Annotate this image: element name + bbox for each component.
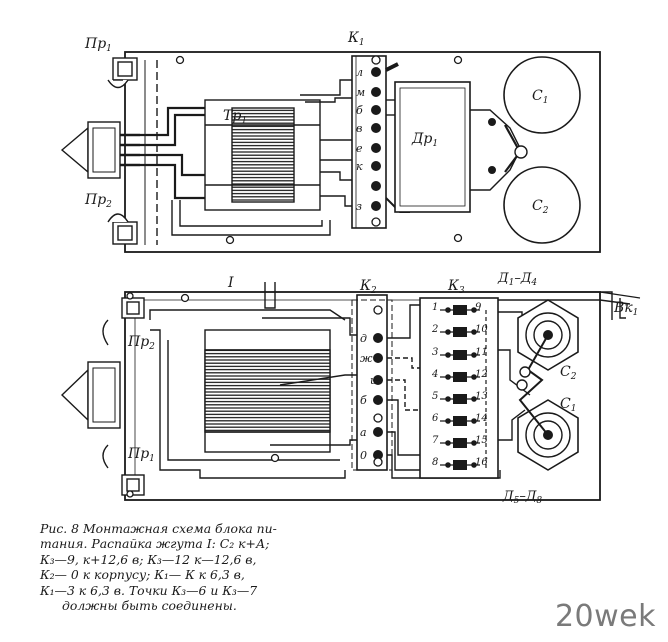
k2-terminal-dots — [373, 330, 553, 460]
k3-pin-12: 12 — [475, 369, 488, 380]
k3-diode-array — [440, 305, 487, 470]
k1-label: К1 — [347, 30, 365, 48]
k3-pin-6: 6 — [432, 413, 439, 424]
top-capacitor-c1 — [503, 56, 581, 134]
terminal-strip-k1 — [351, 55, 387, 229]
top-unit — [60, 51, 601, 253]
diodes-top-label: Д1–Д4 — [497, 271, 537, 288]
top-cap1-label: С1 — [532, 88, 548, 106]
caption-line-2: тания. Распайка жгута I: С₂ к+А; — [40, 536, 270, 552]
k2-terminal-0: 0 — [360, 449, 367, 462]
top-fuse1-label: Пр1 — [84, 36, 112, 54]
k3-pin-3: 3 — [432, 347, 438, 358]
k2-terminal-zh: ж — [360, 352, 373, 365]
k2-terminal-b: б — [360, 394, 367, 407]
diodes-bottom-label: Д5–Д8 — [502, 489, 542, 506]
switch-vk1 — [600, 291, 626, 320]
top-unit-labels: Пр1 Пр2 К1 Тр1 Др1 С1 С2 л м б в е к з — [84, 30, 549, 216]
top-power-connector — [60, 121, 140, 179]
top-fuse-holder-2 — [107, 213, 138, 245]
choke-dr1 — [394, 81, 471, 213]
top-fuse2-label: Пр2 — [84, 192, 112, 210]
figure-caption: Рис. 8 Монтажная схема блока пи- тания. … — [40, 521, 370, 613]
k2-terminal-d: д — [360, 332, 367, 345]
top-cap2-label: С2 — [532, 198, 549, 216]
k3-pin-8: 8 — [432, 457, 438, 468]
k1-terminal-b: б — [356, 104, 363, 117]
transformer-tr1 — [204, 99, 321, 211]
bottom-power-connector — [60, 361, 121, 429]
k2-terminal-i: и — [370, 374, 377, 387]
bottom-fuse2-label: Пр2 — [127, 334, 155, 352]
bottom-chassis — [124, 291, 601, 501]
k3-pin-16: 16 — [475, 457, 488, 468]
top-fuse-holder-1 — [107, 57, 138, 89]
k2-label: К2 — [359, 278, 377, 296]
k3-pin-1: 1 — [432, 302, 438, 313]
k3-pin-4: 4 — [431, 369, 438, 380]
switch-label: Вк1 — [613, 300, 638, 318]
k1-terminal-dots — [371, 67, 496, 211]
caption-line-5: К₁—3 к 6,3 в. Точки К₃—6 и К₃—7 — [40, 582, 258, 598]
k1-terminal-l: л — [356, 66, 363, 79]
top-capacitor-c2 — [503, 166, 581, 244]
watermark: 20wek — [554, 599, 656, 634]
k1-terminal-k: к — [356, 160, 363, 173]
harness-label: I — [227, 275, 234, 291]
bottom-fuse-holder-2 — [121, 297, 145, 319]
k1-terminal-z: з — [356, 200, 362, 213]
bottom-cap2-label: С2 — [560, 364, 577, 382]
k1-terminal-e: е — [356, 142, 363, 155]
k3-pin-13: 13 — [475, 391, 488, 402]
k3-pin-14: 14 — [475, 413, 488, 424]
bottom-transformer — [204, 329, 331, 453]
caption-line-1: Рис. 8 Монтажная схема блока пи- — [40, 521, 277, 536]
k3-pin-10: 10 — [475, 324, 488, 335]
k3-pin-5: 5 — [432, 391, 438, 402]
bottom-unit — [60, 282, 641, 501]
k1-terminal-m: м — [356, 86, 365, 99]
choke-label: Др1 — [411, 131, 438, 149]
caption-line-6: должны быть соединены. — [62, 598, 237, 614]
caption-line-3: К₃—9, к+12,6 в; К₃—12 к—12,6 в, — [40, 551, 257, 567]
k3-pin-15: 15 — [475, 435, 488, 446]
k1-terminal-v: в — [356, 122, 362, 135]
transformer-label: Тр1 — [223, 108, 247, 126]
k3-pin-2: 2 — [431, 324, 438, 335]
k3-pin-7: 7 — [432, 435, 439, 446]
k3-label: К3 — [447, 278, 465, 296]
k3-pin-11: 11 — [475, 347, 488, 358]
top-chassis — [124, 51, 601, 253]
k2-terminal-a: а — [360, 426, 367, 439]
bottom-cap1-label: С1 — [560, 396, 576, 414]
caption-line-4: К₂— 0 к корпусу; К₁— К к 6,3 в, — [40, 567, 245, 583]
bottom-fuse-holder-1 — [121, 474, 145, 496]
bottom-fuse1-label: Пр1 — [127, 446, 155, 464]
bottom-unit-labels: I К2 К3 Д1–Д4 Д5–Д8 Вк1 Пр2 Пр1 С2 С1 д … — [127, 271, 638, 506]
k3-pin-9: 9 — [475, 302, 482, 313]
